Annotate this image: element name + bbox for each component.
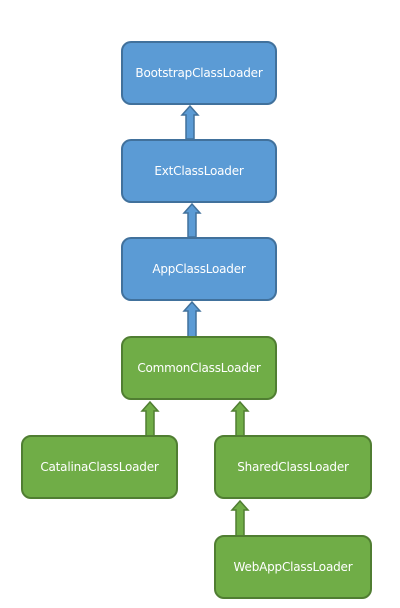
arrow-catalina-to-common bbox=[140, 400, 160, 437]
node-app-classloader: AppClassLoader bbox=[121, 237, 277, 301]
node-label: BootstrapClassLoader bbox=[135, 66, 263, 80]
node-webapp-classloader: WebAppClassLoader bbox=[214, 535, 372, 599]
node-label: CatalinaClassLoader bbox=[40, 460, 159, 474]
node-catalina-classloader: CatalinaClassLoader bbox=[21, 435, 178, 499]
node-label: SharedClassLoader bbox=[237, 460, 349, 474]
node-shared-classloader: SharedClassLoader bbox=[214, 435, 372, 499]
node-bootstrap-classloader: BootstrapClassLoader bbox=[121, 41, 277, 105]
arrow-app-to-ext bbox=[182, 202, 202, 238]
arrow-ext-to-bootstrap bbox=[180, 104, 200, 140]
node-ext-classloader: ExtClassLoader bbox=[121, 139, 277, 203]
node-label: ExtClassLoader bbox=[154, 164, 244, 178]
node-label: CommonClassLoader bbox=[137, 361, 261, 375]
arrow-shared-to-common bbox=[230, 400, 250, 437]
arrow-common-to-app bbox=[182, 300, 202, 338]
node-common-classloader: CommonClassLoader bbox=[121, 336, 277, 400]
node-label: AppClassLoader bbox=[152, 262, 246, 276]
arrow-webapp-to-shared bbox=[230, 499, 250, 537]
node-label: WebAppClassLoader bbox=[233, 560, 353, 574]
